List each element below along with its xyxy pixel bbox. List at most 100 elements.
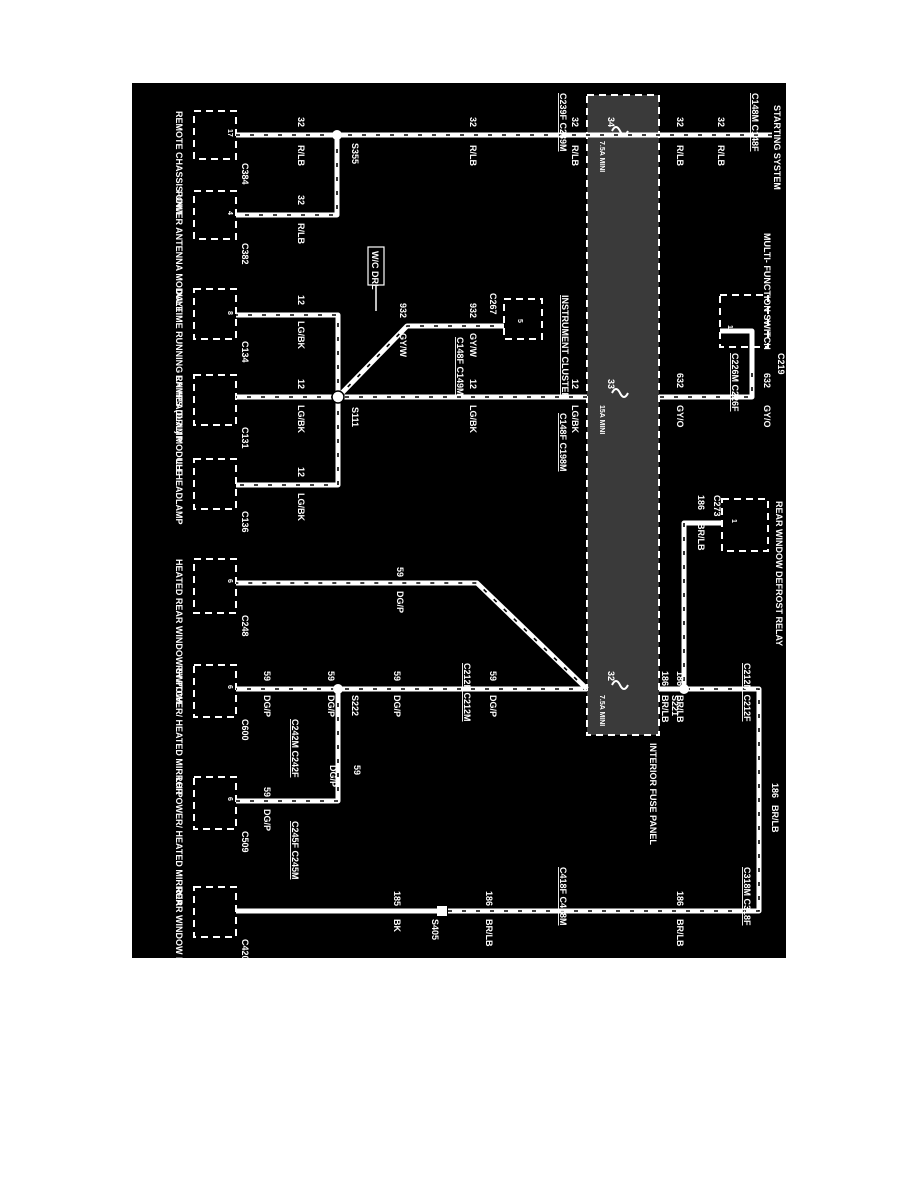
wire-12-number-a: 12 [570, 379, 580, 389]
wire-632-color-b: GY/O [675, 405, 685, 428]
connector-c134: C134 [240, 341, 250, 363]
fuse-33-symbol [611, 388, 629, 398]
wire-185-color: BK [392, 919, 402, 932]
wiring-diagram-canvas: STARTING SYSTEM MULTI- FUNCTION SWITCH R… [174, 93, 786, 958]
circuit-59-wires [236, 580, 589, 804]
wire-32-color-d: R/LB [468, 145, 478, 166]
splice-s222-dot [333, 684, 343, 694]
wire-186-color-c: BR/LB [660, 695, 670, 723]
splice-s355-label: S355 [350, 143, 360, 164]
wire-12-number-b: 12 [468, 379, 478, 389]
diagram-labels: STARTING SYSTEM MULTI- FUNCTION SWITCH R… [174, 93, 786, 958]
heated-rear-window-switch-label: HEATED REAR WINDOW SWITCH [174, 559, 184, 703]
fuse-32-symbol [611, 680, 629, 690]
rh-headlamp-label: RH HEADLAMP [174, 375, 184, 442]
connector-c239f-c239m: C239F C239M [558, 93, 568, 152]
fuse-32-rating: 7.5A MINI [598, 695, 605, 726]
wire-932-color-b: GY/W [398, 333, 408, 358]
connector-c267: C267 [488, 293, 498, 315]
wiring-diagram: STARTING SYSTEM MULTI- FUNCTION SWITCH R… [132, 83, 786, 958]
wire-932-number-a: 932 [468, 303, 478, 318]
connector-c212f-c212m: C212F C212M [462, 663, 472, 722]
wire-186-color-f: BR/LB [484, 919, 494, 947]
fuse-34-symbol [611, 126, 629, 136]
lh-heated-mirror-box [193, 776, 237, 830]
wire-32-number-a: 32 [716, 117, 726, 127]
rh-heated-mirror-label: RH POWER/ HEATED MIRROR [174, 665, 184, 795]
wire-12-color-c: LG/BK [296, 321, 306, 349]
wire-59-number-b: 59 [488, 671, 498, 681]
circuit-32-wires [236, 132, 772, 218]
connector-c131: C131 [240, 427, 250, 449]
wire-185-number: 185 [392, 891, 402, 906]
pin-6-rh-mirror: 6 [226, 685, 233, 689]
connector-c273: C273 [712, 495, 722, 517]
pin-1: 1 [730, 519, 737, 523]
rear-defrost-grid-box [193, 886, 237, 938]
wire-186-number-f: 186 [484, 891, 494, 906]
fuse-33-rating: 15A MINI [598, 405, 605, 434]
connector-c219: C219 [776, 353, 786, 375]
wire-186-number-b: 186 [675, 671, 685, 686]
pin-6: 6 [226, 579, 233, 583]
pin-17: 17 [226, 129, 233, 137]
fuse-panel-shading [587, 95, 659, 735]
wire-59-number-g: 59 [262, 787, 272, 797]
multifunction-switch-box [719, 294, 769, 348]
wire-32-number-b: 32 [675, 117, 685, 127]
wire-12-color-d: LG/BK [296, 405, 306, 433]
splice-s222-label: S222 [350, 695, 360, 716]
wire-186-number-a: 186 [696, 495, 706, 510]
remote-chassis-unit-label: REMOTE CHASSIS UNIT [174, 111, 184, 216]
connector-c382: C382 [240, 243, 250, 265]
wire-632-number-a: 632 [762, 373, 772, 388]
fuse-34-number: 34 [606, 117, 616, 127]
connector-c148m-c148f: C148M C148F [750, 93, 760, 152]
wire-12-number-e: 12 [296, 467, 306, 477]
instrument-cluster-label: INSTRUMENT CLUSTER [560, 295, 570, 399]
lh-headlamp-box [193, 458, 237, 510]
splice-s221-dot [679, 684, 689, 694]
circuit-632-wires [659, 328, 755, 400]
rear-defrost-relay-box [721, 498, 769, 552]
circuit-12-wires [236, 312, 587, 488]
wire-632-number-b: 632 [675, 373, 685, 388]
wire-32-color-c: R/LB [570, 145, 580, 166]
wire-59-number-d: 59 [326, 671, 336, 681]
starting-system-label: STARTING SYSTEM [772, 105, 782, 190]
fuse-34-rating: 7.5A MINI [598, 141, 605, 172]
heated-rear-window-switch-box [193, 558, 237, 614]
wire-932-color-a: GY/W [468, 333, 478, 358]
interior-fuse-panel-outline [586, 94, 660, 736]
wire-186-color-a: BR/LB [696, 523, 706, 551]
pin-4: 4 [226, 211, 233, 215]
connector-c226m-c226f: C226M C226F [730, 353, 740, 412]
wire-186-number-d: 186 [770, 783, 780, 798]
connector-c242m-c242f: C242M C242F [290, 719, 300, 778]
wire-32-color-a: R/LB [716, 145, 726, 166]
wire-59-color-c: DG/P [392, 695, 402, 717]
interior-fuse-panel-label: INTERIOR FUSE PANEL [648, 743, 658, 845]
wire-59-color-g: DG/P [262, 809, 272, 831]
rear-defrost-relay-label: REAR WINDOW DEFROST RELAY [774, 501, 784, 646]
lh-headlamp-label: LH HEADLAMP [174, 459, 184, 525]
multifunction-switch-label: MULTI- FUNCTION SWITCH [762, 233, 772, 350]
pin-12: 12 [726, 325, 733, 333]
connector-c600: C600 [240, 719, 250, 741]
splice-s355-dot [332, 130, 342, 140]
connector-c212m-c212f: C212M C212F [742, 663, 752, 722]
wire-59-color-b: DG/P [488, 695, 498, 717]
power-antenna-module-box [193, 190, 237, 240]
wire-59-color-d: DG/P [326, 695, 336, 717]
drl-module-label: DAYTIME RUNNING LAMPS (DRL) MODULE [174, 289, 184, 476]
wire-12-number-d: 12 [296, 379, 306, 389]
lh-heated-mirror-label: LH POWER/ HEATED MIRROR [174, 777, 184, 906]
wire-32-number-c: 32 [570, 117, 580, 127]
wire-32-color-b: R/LB [675, 145, 685, 166]
circuit-932-wires [336, 323, 504, 399]
instrument-cluster-box [503, 298, 543, 340]
wire-632-color-a: GY/O [762, 405, 772, 428]
wire-32-color-e: R/LB [296, 145, 306, 166]
splice-s111-dot [331, 390, 345, 404]
wire-186-number-e: 186 [675, 891, 685, 906]
